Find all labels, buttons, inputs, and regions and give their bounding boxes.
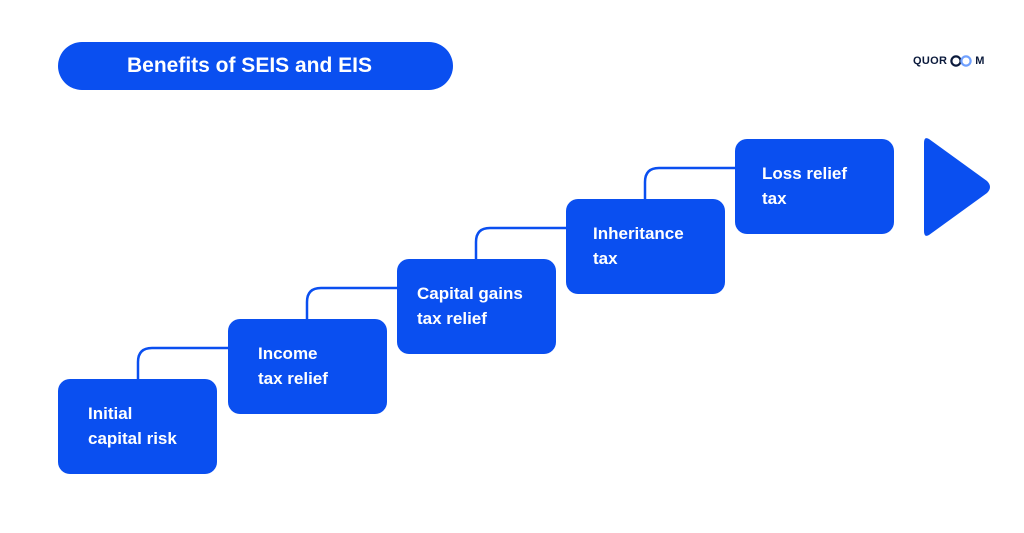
page-title: Benefits of SEIS and EIS	[58, 42, 453, 90]
play-arrow-icon	[924, 138, 990, 236]
step-label-line2: tax relief	[417, 309, 487, 328]
logo-text-left: QUOR	[913, 55, 948, 67]
step-income-tax-relief: Income tax relief	[228, 319, 387, 414]
step-label-line1: Loss relief	[762, 164, 848, 183]
step-inheritance-tax: Inheritance tax	[566, 199, 725, 294]
step-initial-capital-risk: Initial capital risk	[58, 379, 217, 474]
logo-text-right: M	[975, 55, 985, 67]
step-label-line2: tax relief	[258, 369, 328, 388]
connector-1	[136, 346, 231, 382]
step-label-line2: tax	[593, 249, 618, 268]
step-label-line1: Initial	[88, 404, 133, 423]
brand-logo: QUOR M	[913, 54, 985, 68]
step-label-line1: Income	[258, 344, 318, 363]
connector-2	[305, 286, 400, 322]
step-label-line2: capital risk	[88, 429, 177, 448]
step-loss-relief-tax: Loss relief tax	[735, 139, 894, 234]
step-label-line2: tax	[762, 189, 787, 208]
connector-4	[643, 166, 738, 202]
step-label-line1: Inheritance	[593, 224, 684, 243]
step-label-line1: Capital gains	[417, 284, 523, 303]
double-ring-icon	[950, 55, 972, 67]
connector-3	[474, 226, 569, 262]
step-capital-gains-tax-relief: Capital gains tax relief	[397, 259, 556, 354]
